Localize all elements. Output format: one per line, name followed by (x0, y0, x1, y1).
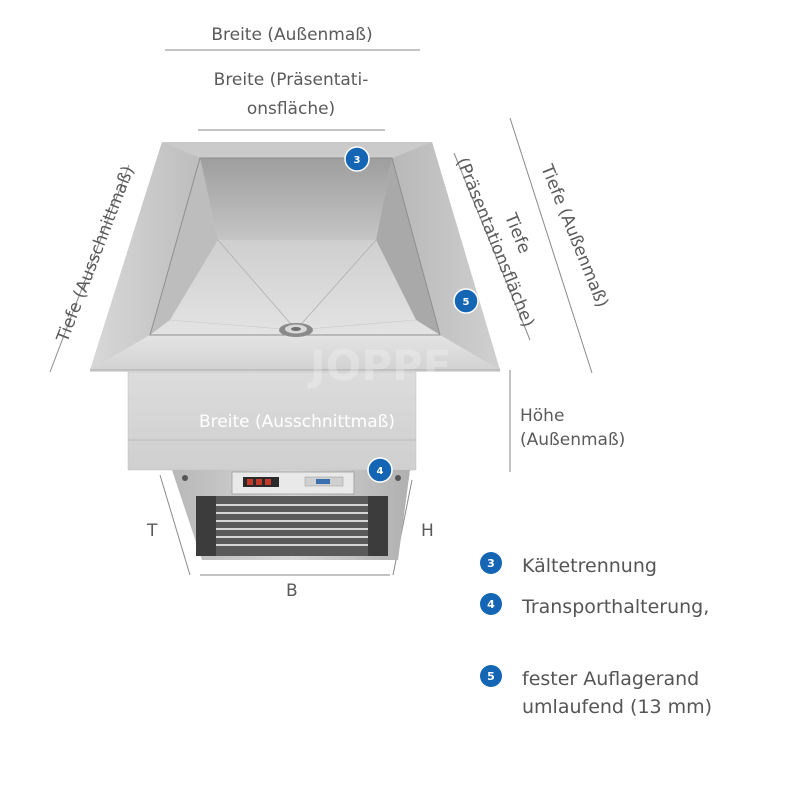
label-hoehe-line1: Höhe (520, 406, 565, 426)
label-h: H (421, 521, 434, 541)
radiator-grille-icon (214, 504, 372, 546)
legend-text-5-line2: umlaufend (13 mm) (522, 696, 713, 718)
legend-badge-3: 3 (480, 552, 502, 574)
basin-floor (150, 240, 440, 335)
basin-left-wall (150, 158, 218, 335)
legend-text-5-line1: fester Auflagerand (522, 668, 700, 690)
badge-3: 3 (344, 146, 370, 172)
legend-item-5: 5 fester Auflagerand umlaufend (13 mm) (480, 665, 712, 721)
badge-4: 4 (367, 457, 393, 483)
label-breite-praesentation-line2: onsfläche) (246, 99, 336, 119)
badge-5: 5 (453, 288, 479, 314)
legend-item-4: 4 Transporthalterung, (480, 593, 709, 621)
svg-text:4: 4 (377, 466, 384, 477)
watermark: JOPPE (307, 341, 452, 390)
control-panel-icon (243, 476, 344, 487)
legend-badge-4: 4 (480, 593, 502, 615)
svg-text:5: 5 (463, 297, 470, 308)
label-breite-praesentation: Breite (Präsentati- onsfläche) (186, 66, 396, 124)
cooling-unit (172, 470, 410, 560)
label-b: B (286, 581, 298, 601)
label-hoehe: Höhe (Außenmaß) (520, 404, 625, 452)
legend-text-5: fester Auflagerand umlaufend (13 mm) (522, 665, 712, 721)
label-breite-ausschnitt: Breite (Ausschnittmaß) (198, 412, 395, 432)
legend-text-3: Kältetrennung (522, 555, 657, 577)
rim-right (392, 142, 500, 370)
label-breite-aussen: Breite (Außenmaß) (211, 25, 373, 45)
rim-left (90, 142, 200, 370)
label-breite-praesentation-line1: Breite (Präsentati- (213, 70, 369, 90)
basin-back-wall (200, 158, 392, 240)
svg-text:3: 3 (354, 155, 361, 166)
rim-front (90, 335, 500, 370)
label-hoehe-line2: (Außenmaß) (520, 430, 626, 450)
legend-item-3: 3 Kältetrennung (480, 552, 657, 580)
drain-icon (279, 323, 313, 337)
label-t: T (147, 521, 158, 541)
legend-text-4: Transporthalterung, (522, 596, 710, 618)
legend-badge-5: 5 (480, 665, 502, 687)
basin-right-wall (376, 158, 440, 335)
